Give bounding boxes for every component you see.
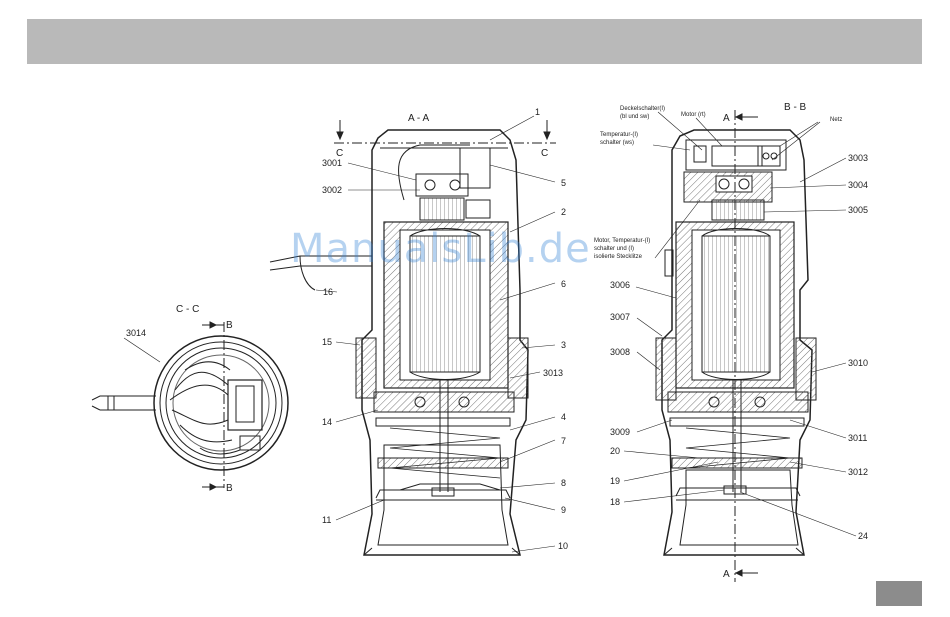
section-marker-c-right: C xyxy=(541,148,548,159)
section-marker-b-top: B xyxy=(226,320,233,331)
part-label-3011: 3011 xyxy=(848,433,867,443)
part-label-18: 18 xyxy=(610,497,620,507)
part-label-3006: 3006 xyxy=(610,280,630,290)
section-marker-b-bottom: B xyxy=(226,483,233,494)
section-title-c-c: C - C xyxy=(176,304,199,315)
section-marker-a-top: A xyxy=(723,113,730,124)
part-label-1: 1 xyxy=(535,107,540,117)
part-label-3010: 3010 xyxy=(848,358,868,368)
part-label-3003: 3003 xyxy=(848,153,868,163)
part-label-9: 9 xyxy=(561,505,566,515)
part-label-6: 6 xyxy=(561,279,566,289)
section-c-c-view xyxy=(92,322,288,490)
label-netz: Netz xyxy=(830,117,842,123)
part-label-16: 16 xyxy=(323,287,333,297)
part-label-8: 8 xyxy=(561,478,566,488)
page-tab xyxy=(876,581,922,606)
section-title-b-b: B - B xyxy=(784,102,807,113)
label-temperatur-1: Temperatur-(I) xyxy=(600,132,638,138)
part-label-3004: 3004 xyxy=(848,180,868,190)
section-title-a-a: A - A xyxy=(408,113,429,124)
part-label-3: 3 xyxy=(561,340,566,350)
label-temperatur-2: schalter (ws) xyxy=(600,140,634,146)
part-label-10: 10 xyxy=(558,541,568,551)
part-label-5: 5 xyxy=(561,178,566,188)
label-deckelschalter-2: (bl und sw) xyxy=(620,114,649,120)
part-label-19: 19 xyxy=(610,476,620,486)
part-label-14: 14 xyxy=(322,417,332,427)
label-motor-temp-3: isolierte Stecklitze xyxy=(594,254,643,260)
part-label-3008: 3008 xyxy=(610,347,630,357)
part-label-2: 2 xyxy=(561,207,566,217)
part-label-7: 7 xyxy=(561,436,566,446)
section-b-b-view xyxy=(656,110,816,582)
part-label-3001: 3001 xyxy=(322,158,342,168)
section-a-a-view xyxy=(270,120,556,555)
part-label-3013: 3013 xyxy=(543,368,563,378)
watermark: ManualsLib.de xyxy=(290,226,591,272)
part-label-3009: 3009 xyxy=(610,427,630,437)
part-label-15: 15 xyxy=(322,337,332,347)
part-label-24: 24 xyxy=(858,531,868,541)
label-motor-temp-1: Motor, Temperatur-(I) xyxy=(594,238,650,244)
part-label-20: 20 xyxy=(610,446,620,456)
label-motor-rt: Motor (rt) xyxy=(681,112,706,118)
part-label-3012: 3012 xyxy=(848,467,868,477)
part-label-3002: 3002 xyxy=(322,185,342,195)
part-label-3005: 3005 xyxy=(848,205,868,215)
part-label-4: 4 xyxy=(561,412,566,422)
label-deckelschalter-1: Deckelschalter(I) xyxy=(620,106,665,112)
part-label-11: 11 xyxy=(322,515,331,525)
label-motor-temp-2: schalter und (I) xyxy=(594,246,634,252)
section-marker-a-bottom: A xyxy=(723,569,730,580)
part-label-3007: 3007 xyxy=(610,312,630,322)
part-label-3014: 3014 xyxy=(126,328,146,338)
